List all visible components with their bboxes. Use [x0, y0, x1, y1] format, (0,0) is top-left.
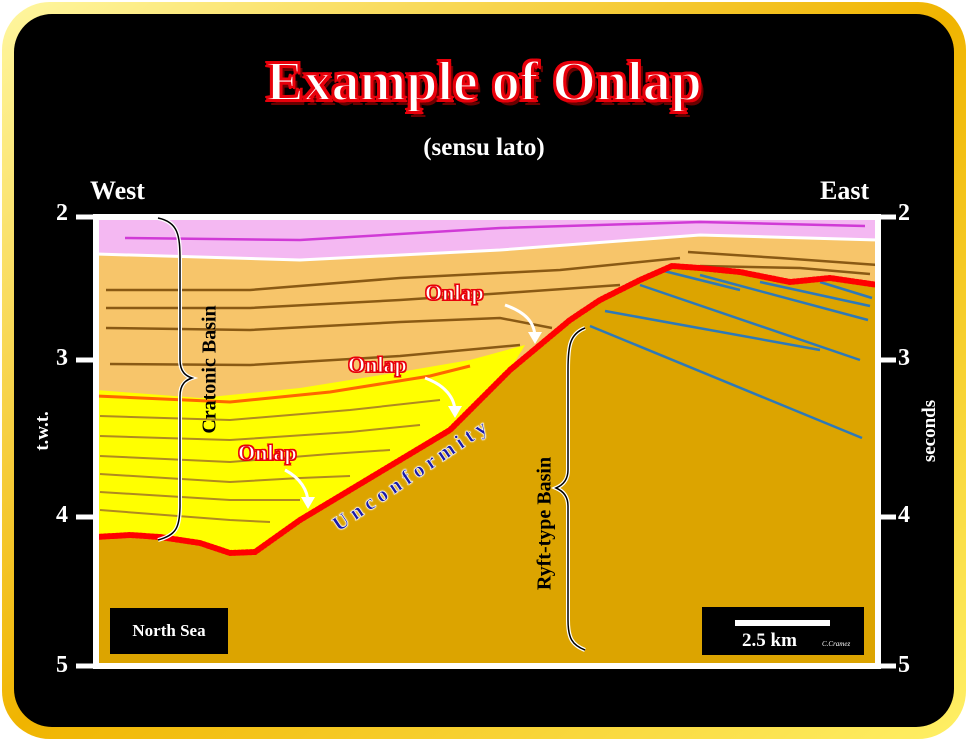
- location-box: North Sea: [110, 608, 228, 654]
- onlap-label-middle: Onlap: [348, 352, 408, 378]
- wedge-horizons: [99, 399, 441, 523]
- west-label: West: [90, 176, 145, 205]
- cross-section: [76, 214, 896, 669]
- cratonic-basin-label: Cratonic Basin: [198, 305, 221, 434]
- pink-layer: [96, 217, 878, 260]
- tick-left-4: 4: [56, 502, 68, 528]
- plot-border: [93, 214, 881, 669]
- tick-right-2: 2: [898, 200, 910, 226]
- tick-left-2: 2: [56, 200, 68, 226]
- wedge-top-horizon: [95, 364, 471, 404]
- slide-title: Example of Onlap: [265, 50, 703, 114]
- scale-box: [702, 607, 864, 655]
- credit-label: C.Cramez: [822, 640, 851, 648]
- cratonic-horizons: [105, 250, 879, 367]
- axis-label-right: seconds: [919, 399, 940, 463]
- tick-right-5: 5: [898, 652, 910, 678]
- unconformity-line: [93, 262, 881, 557]
- tick-right-4: 4: [898, 502, 910, 528]
- pink-horizon: [124, 220, 866, 242]
- pink-base-line: [95, 233, 879, 262]
- tick-left-5: 5: [56, 652, 68, 678]
- east-label: East: [820, 176, 870, 205]
- tick-left-3: 3: [56, 345, 68, 371]
- scale-bar: [735, 620, 830, 626]
- rift-basin-brace-core: [554, 327, 586, 651]
- tick-right-3: 3: [898, 345, 910, 371]
- rift-reflectors: [589, 268, 873, 440]
- rift-basin-label: Ryft-type Basin: [533, 456, 556, 591]
- axis-label-left: t.w.t.: [32, 411, 53, 451]
- slide-subtitle: (sensu lato): [423, 134, 545, 161]
- cratonic-basin-brace-core: [157, 217, 195, 541]
- onlap-label-lower: Onlap: [238, 440, 298, 466]
- onlap-wedge: [96, 345, 525, 553]
- onlap-label-upper: Onlap: [425, 280, 485, 306]
- axis-ticks: [76, 214, 896, 669]
- onlap-arrowheads: [301, 332, 542, 509]
- scale-label: 2.5 km: [742, 630, 797, 651]
